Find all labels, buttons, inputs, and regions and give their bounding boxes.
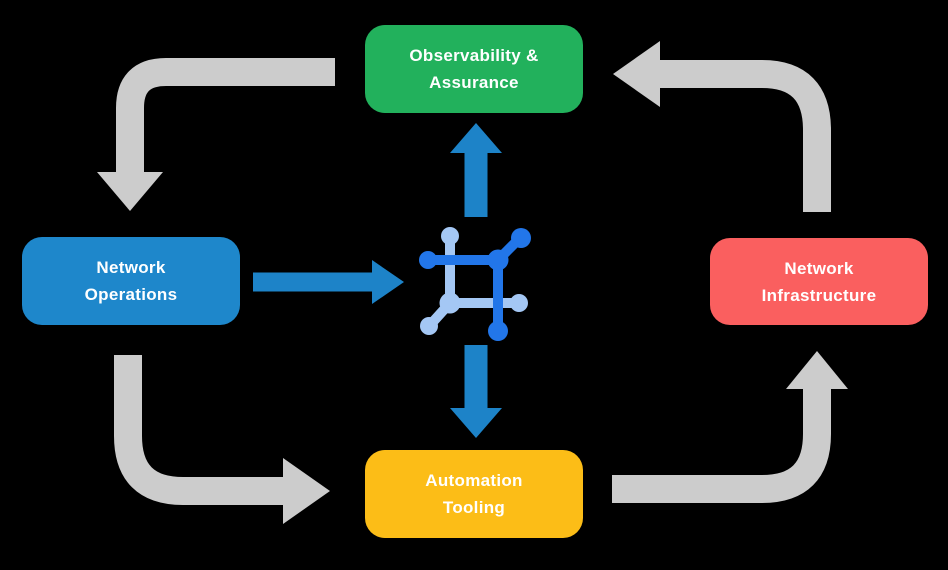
- cycle-arrowheads: [97, 41, 848, 524]
- cycle-arrowhead-down-icon: [97, 172, 163, 211]
- node-observability-assurance: Observability & Assurance: [365, 25, 583, 113]
- network-nodes-icon: [419, 227, 531, 341]
- cycle-arrow-top-right: [658, 60, 831, 212]
- node-label-line: Network: [96, 258, 166, 277]
- cycle-arrowhead-right-icon: [283, 458, 330, 524]
- node-label-line: Infrastructure: [761, 285, 877, 305]
- node-label-line: Automation: [425, 471, 523, 490]
- flow-arrowhead-right-icon: [372, 260, 404, 304]
- node-network-operations: Network Operations: [22, 237, 240, 325]
- node-label-line: Network: [784, 258, 854, 278]
- node-label-line: Tooling: [442, 498, 506, 517]
- node-network-infrastructure: Network Infrastructure: [710, 238, 928, 325]
- cycle-arrow-top-left: [116, 58, 335, 174]
- node-label-line: Operations: [84, 285, 178, 304]
- node-label-line: Assurance: [429, 73, 519, 92]
- cycle-arrowhead-up-icon: [786, 351, 848, 389]
- flow-arrowheads: [372, 123, 502, 438]
- network-icon-light-nodes: [420, 227, 528, 335]
- node-automation-tooling: Automation Tooling: [365, 450, 583, 538]
- network-icon-dark-nodes: [419, 228, 531, 341]
- flow-arrowhead-up-icon: [450, 123, 502, 153]
- flow-arrows: [253, 152, 488, 409]
- cycle-arrows: [114, 58, 831, 505]
- cycle-arrow-bottom-left: [114, 355, 285, 505]
- cycle-arrowhead-left-icon: [613, 41, 660, 107]
- flow-arrowhead-down-icon: [450, 408, 502, 438]
- cycle-arrow-bottom-right: [612, 387, 831, 503]
- node-label-line: Observability &: [409, 46, 539, 65]
